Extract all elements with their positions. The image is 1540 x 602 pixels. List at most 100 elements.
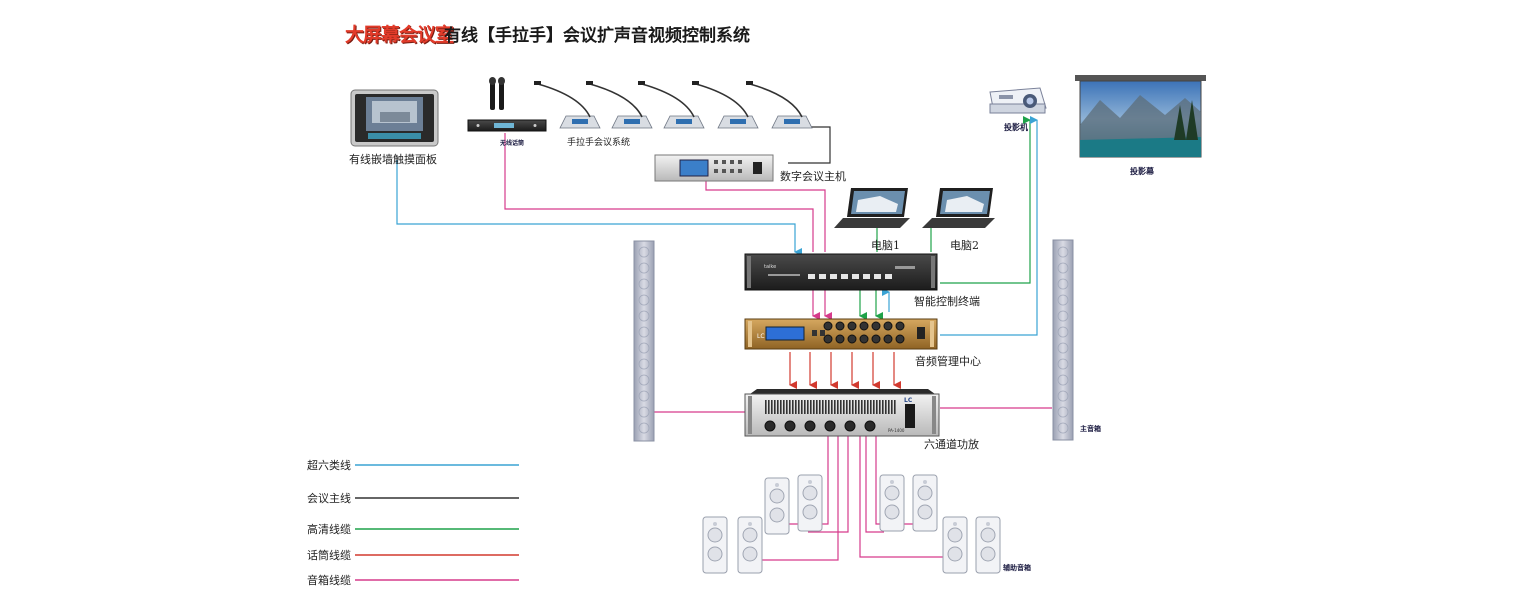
amp-grill-slot	[765, 400, 767, 414]
amp-grill-slot	[864, 400, 866, 414]
amp-grill-slot	[807, 400, 809, 414]
driver-ring	[638, 406, 650, 418]
conference-unit	[534, 81, 601, 129]
wire-spk-aux-3	[808, 436, 849, 533]
laptop-2	[922, 188, 995, 228]
audio-center: LC	[744, 318, 938, 350]
label-screen: 投影幕	[1130, 166, 1155, 176]
amp-grill-slot	[834, 400, 836, 414]
amp-brand: LC	[904, 397, 913, 404]
audio-knob	[895, 334, 905, 344]
legend-item: 会议主线	[307, 491, 519, 505]
control-key	[863, 274, 870, 279]
driver-ring	[1057, 326, 1069, 338]
amp-knob	[764, 420, 776, 432]
legend-item: 音箱线缆	[307, 573, 519, 587]
amp-grill-slot	[801, 400, 803, 414]
label-audio-center: 音频管理中心	[915, 354, 981, 368]
amp-grill-slot	[822, 400, 824, 414]
driver-ring	[1057, 422, 1069, 434]
audio-knob	[883, 334, 893, 344]
wireless-mic	[467, 77, 547, 132]
amp-grill-slot	[831, 400, 833, 414]
amp-grill-slot	[828, 400, 830, 414]
audio-knob	[859, 321, 869, 331]
legend-label: 音箱线缆	[307, 573, 351, 587]
amp-grill-slot	[783, 400, 785, 414]
driver-ring	[638, 342, 650, 354]
amp-grill-slot	[840, 400, 842, 414]
amp-grill-slot	[789, 400, 791, 414]
driver-ring	[638, 246, 650, 258]
legend-label: 超六类线	[307, 458, 351, 472]
amp-grill-slot	[885, 400, 887, 414]
driver-ring	[638, 310, 650, 322]
control-key	[885, 274, 892, 279]
wire-hd-projector	[940, 116, 1031, 284]
amp-grill-slot	[882, 400, 884, 414]
conference-unit	[746, 81, 813, 129]
label-pc1: 电脑1	[871, 239, 900, 252]
driver-ring	[1057, 246, 1069, 258]
main-speaker-right	[1052, 239, 1074, 441]
amp-model: PA-1400	[888, 428, 905, 433]
amp-grill-slot	[777, 400, 779, 414]
amp-grill-slot	[810, 400, 812, 414]
control-brand: taike	[764, 264, 776, 270]
audio-brand: LC	[757, 333, 765, 340]
main-speaker-left	[633, 240, 655, 442]
amp-grill-slot	[876, 400, 878, 414]
aux-speaker	[797, 474, 823, 532]
legend-item: 高清线缆	[307, 522, 519, 536]
wires	[396, 116, 1052, 561]
control-key	[841, 274, 848, 279]
audio-knob	[823, 334, 833, 344]
aux-speaker	[975, 516, 1001, 574]
projection-screen	[1075, 75, 1206, 158]
amp-grill-slot	[870, 400, 872, 414]
aux-speaker	[702, 516, 728, 574]
audio-knob	[859, 334, 869, 344]
amp-grill-slot	[891, 400, 893, 414]
conference-units	[534, 81, 813, 129]
amp-grill-slot	[780, 400, 782, 414]
driver-ring	[1057, 390, 1069, 402]
audio-switch	[820, 330, 825, 336]
amp-grill-slot	[771, 400, 773, 414]
audio-knob	[835, 321, 845, 331]
conference-unit	[586, 81, 653, 129]
control-key	[874, 274, 881, 279]
amp-grill-slot	[858, 400, 860, 414]
aux-speaker	[912, 474, 938, 532]
control-key	[819, 274, 826, 279]
audio-knob	[871, 334, 881, 344]
wire-cat6-touchpanel	[396, 160, 802, 256]
amp-grill-slot	[855, 400, 857, 414]
wire-main-conf	[788, 126, 831, 164]
amp-grill-slot	[819, 400, 821, 414]
wire-spk-aux-4	[865, 436, 884, 533]
amp-grill-slot	[849, 400, 851, 414]
amp-grill-slot	[798, 400, 800, 414]
driver-ring	[1057, 342, 1069, 354]
amp-knob	[784, 420, 796, 432]
label-aux-speaker: 辅助音箱	[1003, 563, 1031, 572]
wire-spk-aux-2	[760, 436, 839, 561]
amp-grill-slot	[843, 400, 845, 414]
control-key	[830, 274, 837, 279]
aux-speaker	[942, 516, 968, 574]
control-terminal: taike	[744, 253, 938, 291]
label-conference-system: 手拉手会议系统	[567, 136, 630, 148]
laptop-1	[834, 188, 910, 228]
amp-grill-slot	[873, 400, 875, 414]
audio-knob	[871, 321, 881, 331]
driver-ring	[1057, 294, 1069, 306]
control-key	[852, 274, 859, 279]
aux-speakers	[702, 474, 1001, 574]
amp-knob	[864, 420, 876, 432]
projector	[989, 87, 1047, 114]
audio-switch	[812, 330, 817, 336]
amp-grill-slot	[813, 400, 815, 414]
